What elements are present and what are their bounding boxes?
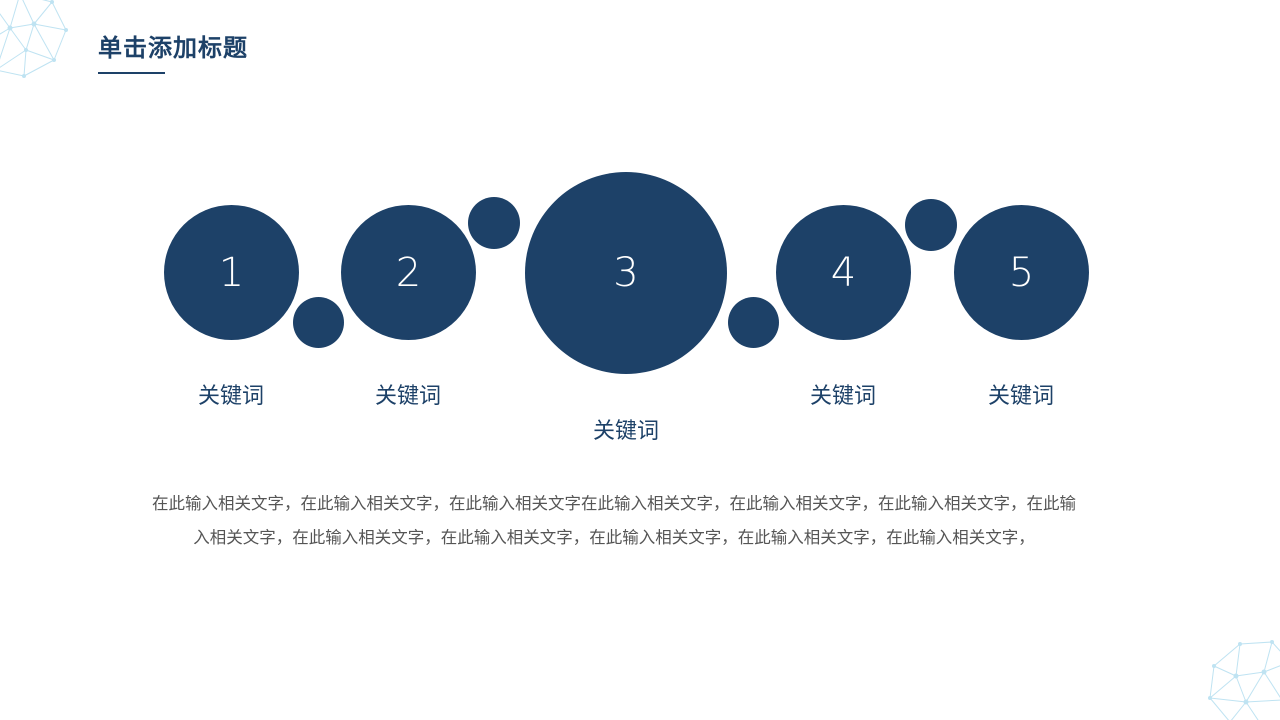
step-number: 4 xyxy=(830,249,857,296)
step-keyword-1[interactable]: 关键词 xyxy=(197,384,264,409)
step-circle-5: 5 xyxy=(954,205,1089,340)
accent-dot xyxy=(468,197,520,249)
step-number: 1 xyxy=(218,249,245,296)
page-title[interactable]: 单击添加标题 xyxy=(98,34,248,62)
step-number: 2 xyxy=(395,249,422,296)
title-underline xyxy=(98,72,165,74)
step-keyword-2[interactable]: 关键词 xyxy=(374,384,441,409)
step-circle-1: 1 xyxy=(164,205,299,340)
step-number: 3 xyxy=(613,250,639,296)
step-number: 5 xyxy=(1008,249,1035,296)
step-circle-3: 3 xyxy=(525,172,727,374)
step-keyword-4[interactable]: 关键词 xyxy=(809,384,876,409)
network-mesh-icon xyxy=(0,0,68,78)
accent-dot xyxy=(293,297,344,348)
accent-dot xyxy=(905,199,957,251)
accent-dot xyxy=(728,297,779,348)
step-keyword-5[interactable]: 关键词 xyxy=(987,384,1054,409)
step-circle-4: 4 xyxy=(776,205,911,340)
body-text[interactable]: 在此输入相关文字，在此输入相关文字，在此输入相关文字在此输入相关文字，在此输入相… xyxy=(152,494,1076,547)
step-circle-2: 2 xyxy=(341,205,476,340)
step-keyword-3[interactable]: 关键词 xyxy=(592,419,659,444)
network-mesh-icon xyxy=(1208,640,1280,720)
